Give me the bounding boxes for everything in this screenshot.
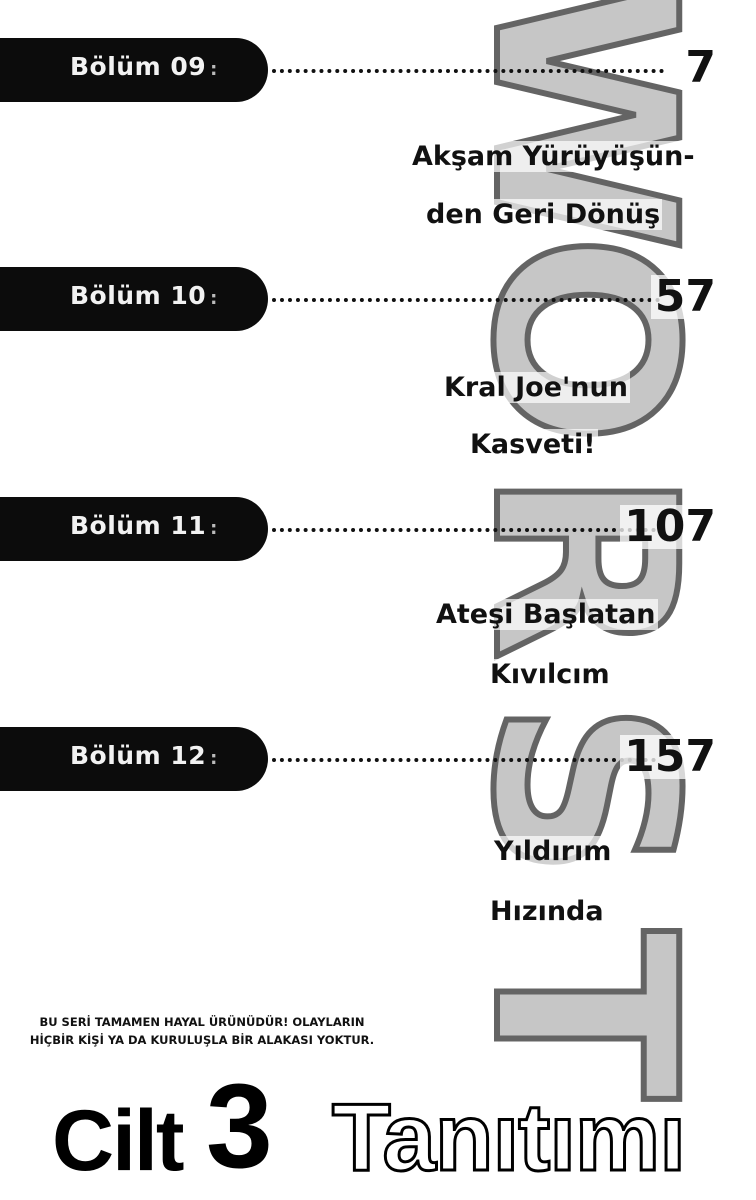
dot-leader <box>272 298 660 302</box>
chapter-page-number: 107 <box>620 505 720 549</box>
chapter-page-number: 157 <box>620 735 720 779</box>
chapter-label-pill: Bölüm 09: <box>0 38 268 102</box>
chapter-title-line: den Geri Dönüş <box>424 199 663 230</box>
volume-number: 3 <box>206 1059 273 1193</box>
chapter-label: Bölüm 09 <box>70 52 207 81</box>
chapter-row-12[interactable]: Bölüm 12: 157 <box>0 727 756 791</box>
chapter-title-line: Kral Joe'nun <box>442 372 630 403</box>
chapter-title-line: Yıldırım <box>492 836 614 867</box>
chapter-label: Bölüm 12 <box>70 741 207 770</box>
dot-leader <box>272 528 656 532</box>
chapter-title-line: Hızında <box>488 896 606 927</box>
dot-leader <box>272 758 656 762</box>
chapter-row-10[interactable]: Bölüm 10: 57 <box>0 267 756 331</box>
chapter-label: Bölüm 11 <box>70 511 207 540</box>
chapter-label: Bölüm 10 <box>70 281 207 310</box>
volume-heading: Tanıtımı <box>331 1084 688 1191</box>
chapter-title-line: Kasveti! <box>468 429 598 460</box>
chapter-title-line: Ateşi Başlatan <box>434 599 658 630</box>
dot-leader <box>272 69 664 73</box>
chapter-title-line: Akşam Yürüyüşün- <box>410 141 697 172</box>
chapter-label-pill: Bölüm 10: <box>0 267 268 331</box>
disclaimer-text: BU SERİ TAMAMEN HAYAL ÜRÜNÜDÜR! OLAYLARI… <box>29 1015 375 1047</box>
chapter-row-11[interactable]: Bölüm 11: 107 <box>0 497 756 561</box>
chapter-page-number: 7 <box>681 46 720 90</box>
chapter-title-line: Kıvılcım <box>488 659 612 690</box>
chapter-row-09[interactable]: Bölüm 09: 7 <box>0 38 756 102</box>
volume-word: Cilt <box>52 1093 185 1189</box>
chapter-label-pill: Bölüm 12: <box>0 727 268 791</box>
chapter-page-number: 57 <box>650 275 720 319</box>
chapter-label-pill: Bölüm 11: <box>0 497 268 561</box>
